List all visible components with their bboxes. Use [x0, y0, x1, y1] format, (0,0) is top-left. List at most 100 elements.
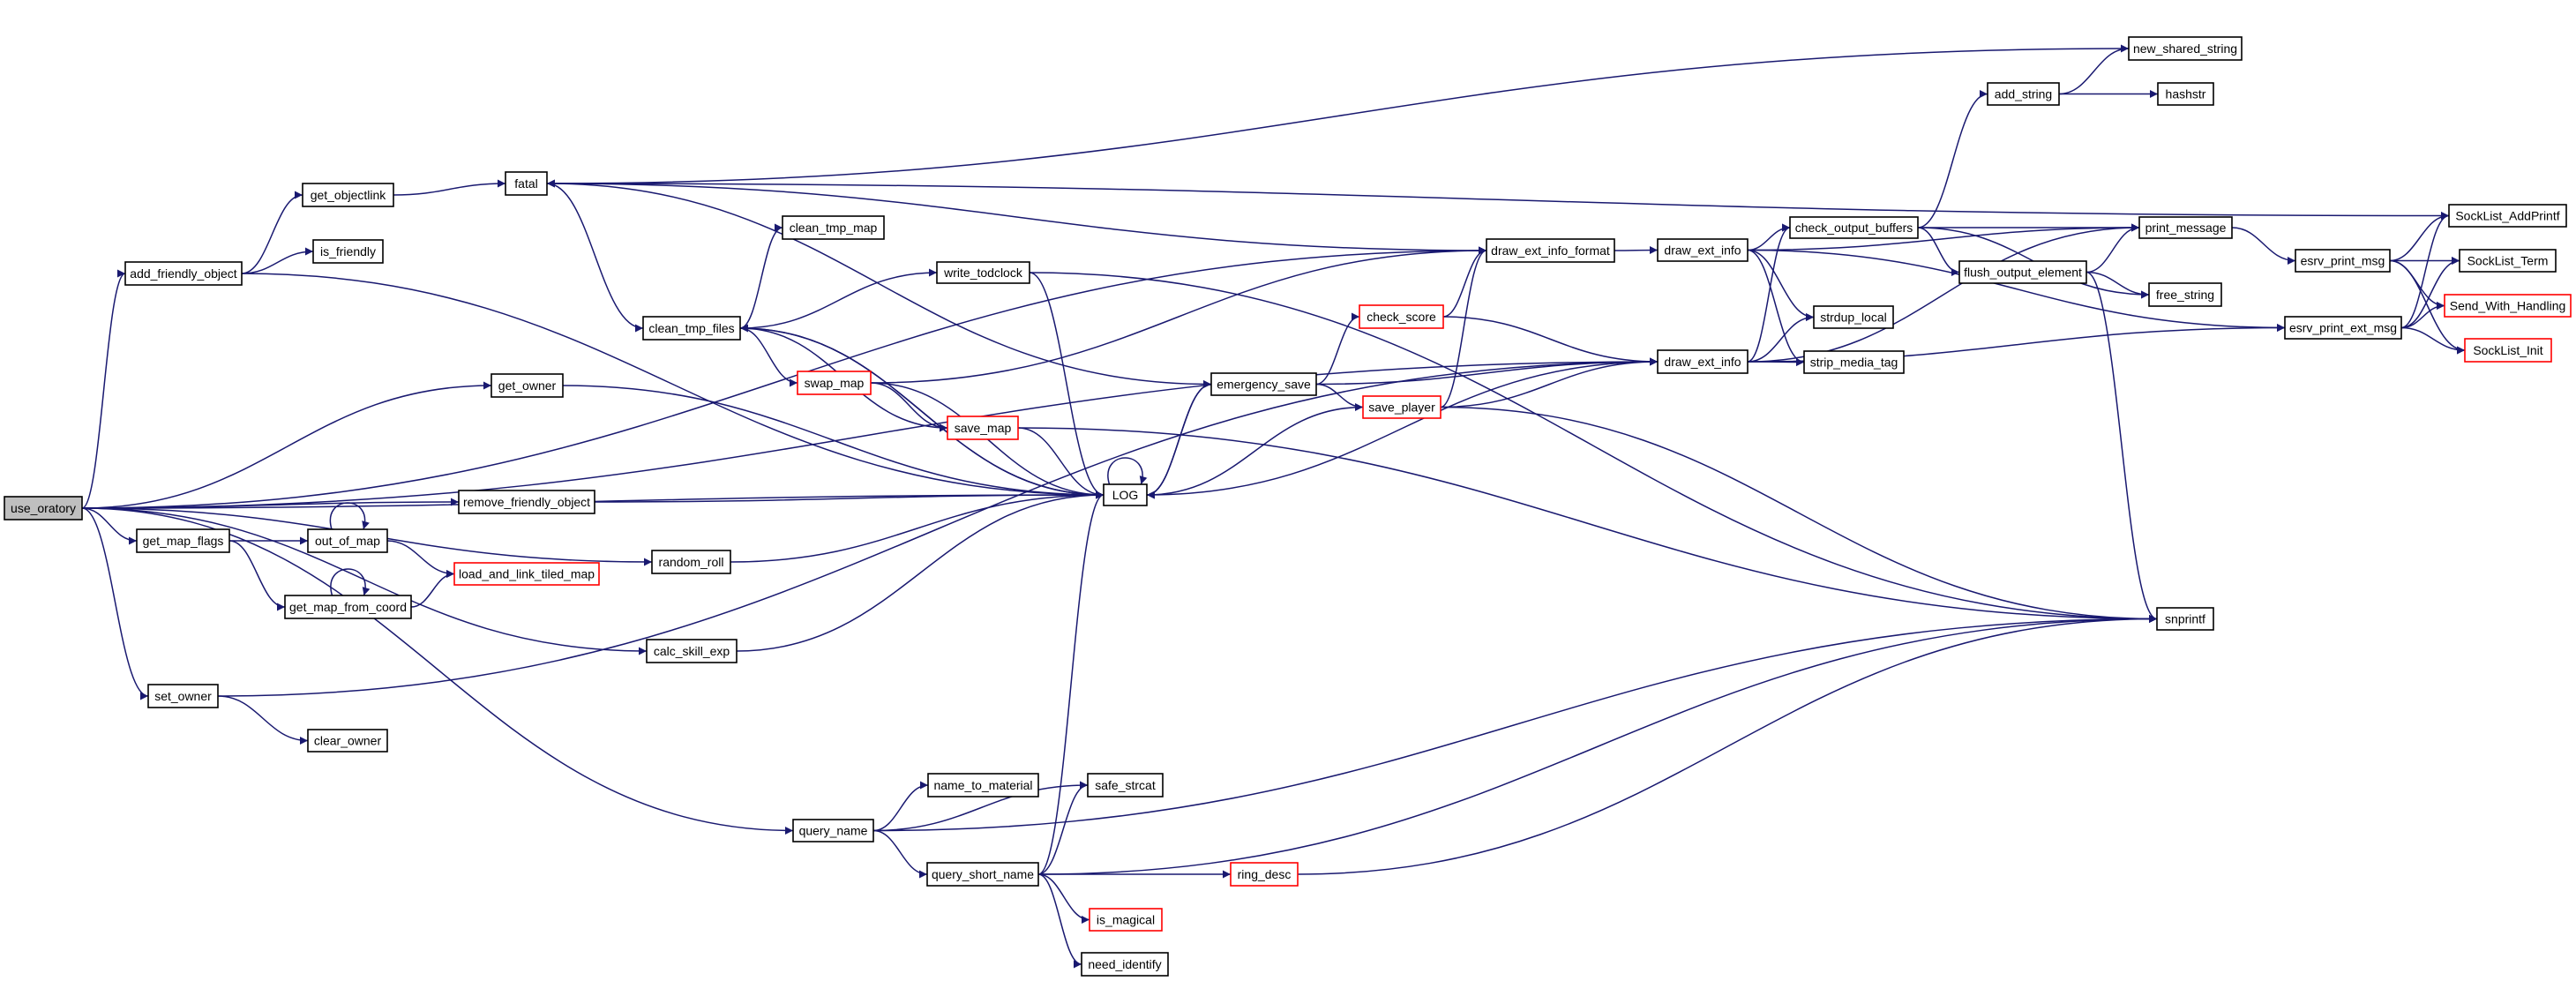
node-box[interactable] — [936, 261, 1030, 284]
node-strdup-local[interactable]: strdup_local — [1813, 305, 1894, 329]
node-print-message[interactable]: print_message — [2138, 216, 2233, 239]
node-box[interactable] — [2128, 36, 2243, 61]
node-box[interactable] — [1813, 305, 1894, 329]
node-query-short-name[interactable]: query_short_name — [926, 862, 1039, 887]
node-box[interactable] — [651, 550, 731, 574]
node-remove-friendly-object[interactable]: remove_friendly_object — [458, 490, 595, 514]
node-box[interactable] — [797, 371, 872, 395]
node-get-map-from-coord[interactable]: get_map_from_coord — [284, 595, 412, 619]
node-box[interactable] — [2295, 249, 2391, 273]
node-box[interactable] — [307, 729, 388, 753]
node-box[interactable] — [2448, 204, 2567, 228]
node-load-and-link-tiled-map[interactable]: load_and_link_tiled_map — [453, 562, 600, 586]
node-box[interactable] — [1987, 82, 2060, 106]
node-box[interactable] — [2148, 282, 2222, 307]
node-is-magical[interactable]: is_magical — [1089, 908, 1163, 932]
node-box[interactable] — [1087, 773, 1164, 798]
node-get-owner[interactable]: get_owner — [490, 373, 564, 398]
node-name-to-material[interactable]: name_to_material — [927, 773, 1039, 798]
node-box[interactable] — [284, 595, 412, 619]
node-socklist-init[interactable]: SockList_Init — [2464, 338, 2552, 363]
node-calc-skill-exp[interactable]: calc_skill_exp — [646, 639, 738, 663]
node-emergency-save[interactable]: emergency_save — [1210, 372, 1317, 396]
node-box[interactable] — [926, 862, 1039, 887]
node-box[interactable] — [307, 528, 388, 553]
node-box[interactable] — [2156, 607, 2214, 631]
node-get-objectlink[interactable]: get_objectlink — [302, 183, 394, 207]
node-box[interactable] — [1089, 908, 1163, 932]
node-box[interactable] — [1230, 862, 1299, 887]
node-box[interactable] — [1081, 952, 1169, 977]
node-clear-owner[interactable]: clear_owner — [307, 729, 388, 753]
node-box[interactable] — [453, 562, 600, 586]
node-send-with-handling[interactable]: Send_With_Handling — [2444, 294, 2572, 318]
node-box[interactable] — [312, 239, 384, 264]
node-box[interactable] — [1210, 372, 1317, 396]
node-draw-ext-info-format[interactable]: draw_ext_info_format — [1486, 238, 1615, 263]
node-box[interactable] — [302, 183, 394, 207]
node-random-roll[interactable]: random_roll — [651, 550, 731, 574]
node-check-output-buffers[interactable]: check_output_buffers — [1789, 216, 1919, 239]
node-box[interactable] — [642, 316, 741, 341]
node-box[interactable] — [147, 684, 219, 708]
node-get-map-flags[interactable]: get_map_flags — [136, 528, 230, 553]
node-esrv-print-msg[interactable]: esrv_print_msg — [2295, 249, 2391, 273]
node-box[interactable] — [458, 490, 595, 514]
node-box[interactable] — [927, 773, 1039, 798]
node-log[interactable]: LOG — [1103, 483, 1148, 506]
node-add-friendly-object[interactable]: add_friendly_object — [124, 261, 243, 286]
node-box[interactable] — [1657, 349, 1749, 374]
node-box[interactable] — [1789, 216, 1919, 239]
node-box[interactable] — [1803, 350, 1905, 374]
node-esrv-print-ext-msg[interactable]: esrv_print_ext_msg — [2284, 316, 2402, 340]
node-free-string[interactable]: free_string — [2148, 282, 2222, 307]
node-box[interactable] — [136, 528, 230, 553]
node-flush-output-element[interactable]: flush_output_element — [1958, 260, 2087, 284]
node-box[interactable] — [1958, 260, 2087, 284]
node-out-of-map[interactable]: out_of_map — [307, 528, 388, 553]
node-socklist-addprintf[interactable]: SockList_AddPrintf — [2448, 204, 2567, 228]
node-draw-ext-info-b[interactable]: draw_ext_info — [1657, 349, 1749, 374]
node-check-score[interactable]: check_score — [1359, 304, 1444, 329]
node-save-player[interactable]: save_player — [1362, 395, 1442, 419]
node-save-map[interactable]: save_map — [947, 416, 1019, 440]
node-box[interactable] — [1486, 238, 1615, 263]
node-box[interactable] — [2464, 338, 2552, 363]
node-box[interactable] — [646, 639, 738, 663]
node-box[interactable] — [505, 171, 548, 196]
node-swap-map[interactable]: swap_map — [797, 371, 872, 395]
node-box[interactable] — [1657, 238, 1749, 262]
node-query-name[interactable]: query_name — [792, 819, 874, 842]
node-box[interactable] — [1103, 483, 1148, 506]
node-box[interactable] — [792, 819, 874, 842]
node-snprintf[interactable]: snprintf — [2156, 607, 2214, 631]
node-box[interactable] — [4, 496, 83, 520]
node-ring-desc[interactable]: ring_desc — [1230, 862, 1299, 887]
node-box[interactable] — [947, 416, 1019, 440]
node-socklist-term[interactable]: SockList_Term — [2459, 249, 2557, 273]
node-need-identify[interactable]: need_identify — [1081, 952, 1169, 977]
node-use-oratory[interactable]: use_oratory — [4, 496, 83, 520]
node-safe-strcat[interactable]: safe_strcat — [1087, 773, 1164, 798]
node-set-owner[interactable]: set_owner — [147, 684, 219, 708]
node-box[interactable] — [782, 215, 885, 240]
node-box[interactable] — [2444, 294, 2572, 318]
node-add-string[interactable]: add_string — [1987, 82, 2060, 106]
node-box[interactable] — [2138, 216, 2233, 239]
node-box[interactable] — [1359, 304, 1444, 329]
node-box[interactable] — [2284, 316, 2402, 340]
node-fatal[interactable]: fatal — [505, 171, 548, 196]
node-hashstr[interactable]: hashstr — [2157, 82, 2214, 106]
node-box[interactable] — [2459, 249, 2557, 273]
node-is-friendly[interactable]: is_friendly — [312, 239, 384, 264]
node-box[interactable] — [490, 373, 564, 398]
node-box[interactable] — [1362, 395, 1442, 419]
node-new-shared-string[interactable]: new_shared_string — [2128, 36, 2243, 61]
node-clean-tmp-files[interactable]: clean_tmp_files — [642, 316, 741, 341]
node-box[interactable] — [2157, 82, 2214, 106]
node-draw-ext-info-a[interactable]: draw_ext_info — [1657, 238, 1749, 262]
node-write-todclock[interactable]: write_todclock — [936, 261, 1030, 284]
node-clean-tmp-map[interactable]: clean_tmp_map — [782, 215, 885, 240]
node-box[interactable] — [124, 261, 243, 286]
node-strip-media-tag[interactable]: strip_media_tag — [1803, 350, 1905, 374]
